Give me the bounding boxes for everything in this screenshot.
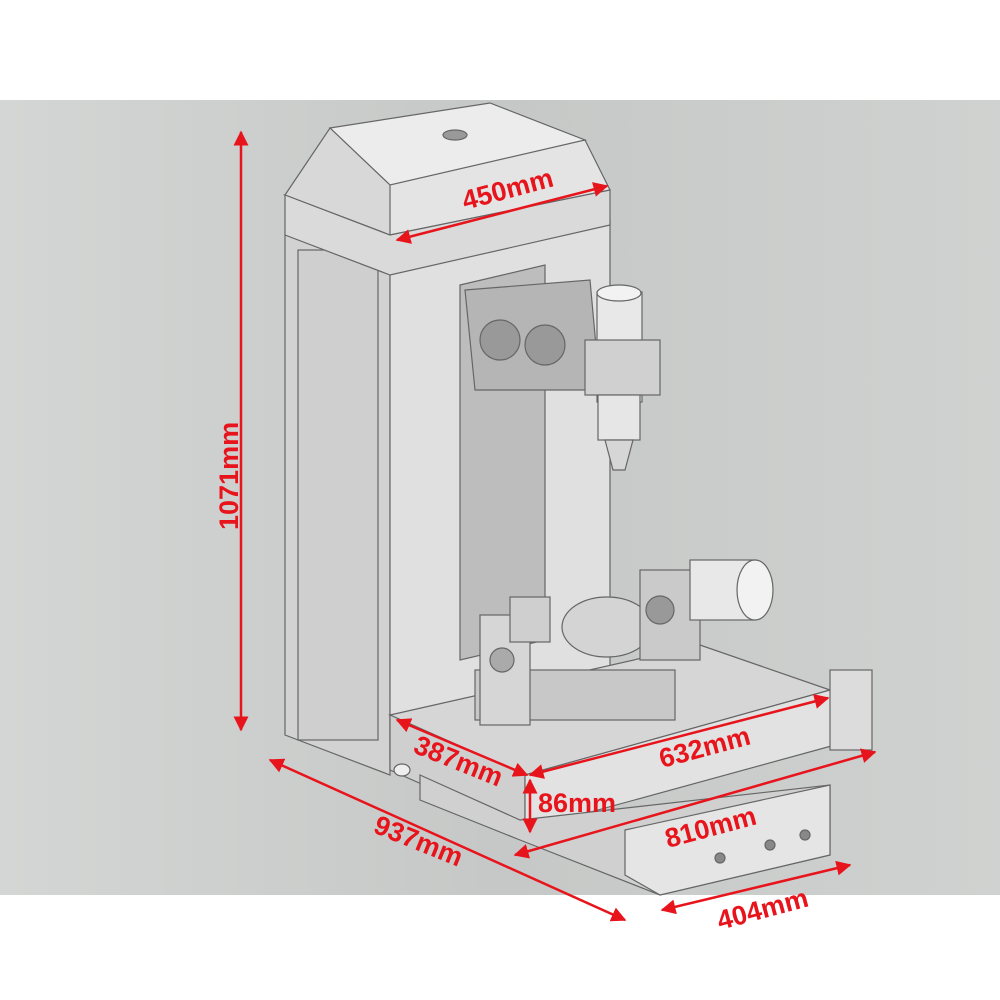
rotary-motor-end [736,559,774,621]
spindle-clamp [584,339,661,396]
bolt [764,839,776,851]
depth-arrow [268,758,627,922]
label-table-height: 86mm [538,788,616,818]
headstock-hole [645,595,675,625]
tailstock-top [509,596,551,643]
carriage-hole [524,324,566,366]
top-hole [442,129,468,141]
table-depth-arrow [395,718,529,777]
label-height: 1071mm [214,422,244,530]
base-width-arrow [660,860,852,915]
right-slide [829,669,873,751]
column-side-panel [297,249,379,741]
bolt [799,829,811,841]
spindle-body [597,394,641,441]
rotary-chuck [561,596,653,658]
dimension-arrows [233,130,877,922]
spindle-nose [604,439,634,471]
tailstock-hole [489,647,515,673]
coolant-port [393,763,411,777]
bolt [714,852,726,864]
spindle-top [596,284,642,302]
carriage-hole [479,319,521,361]
top-width-arrow [395,182,609,244]
base-length-arrow [513,748,877,859]
